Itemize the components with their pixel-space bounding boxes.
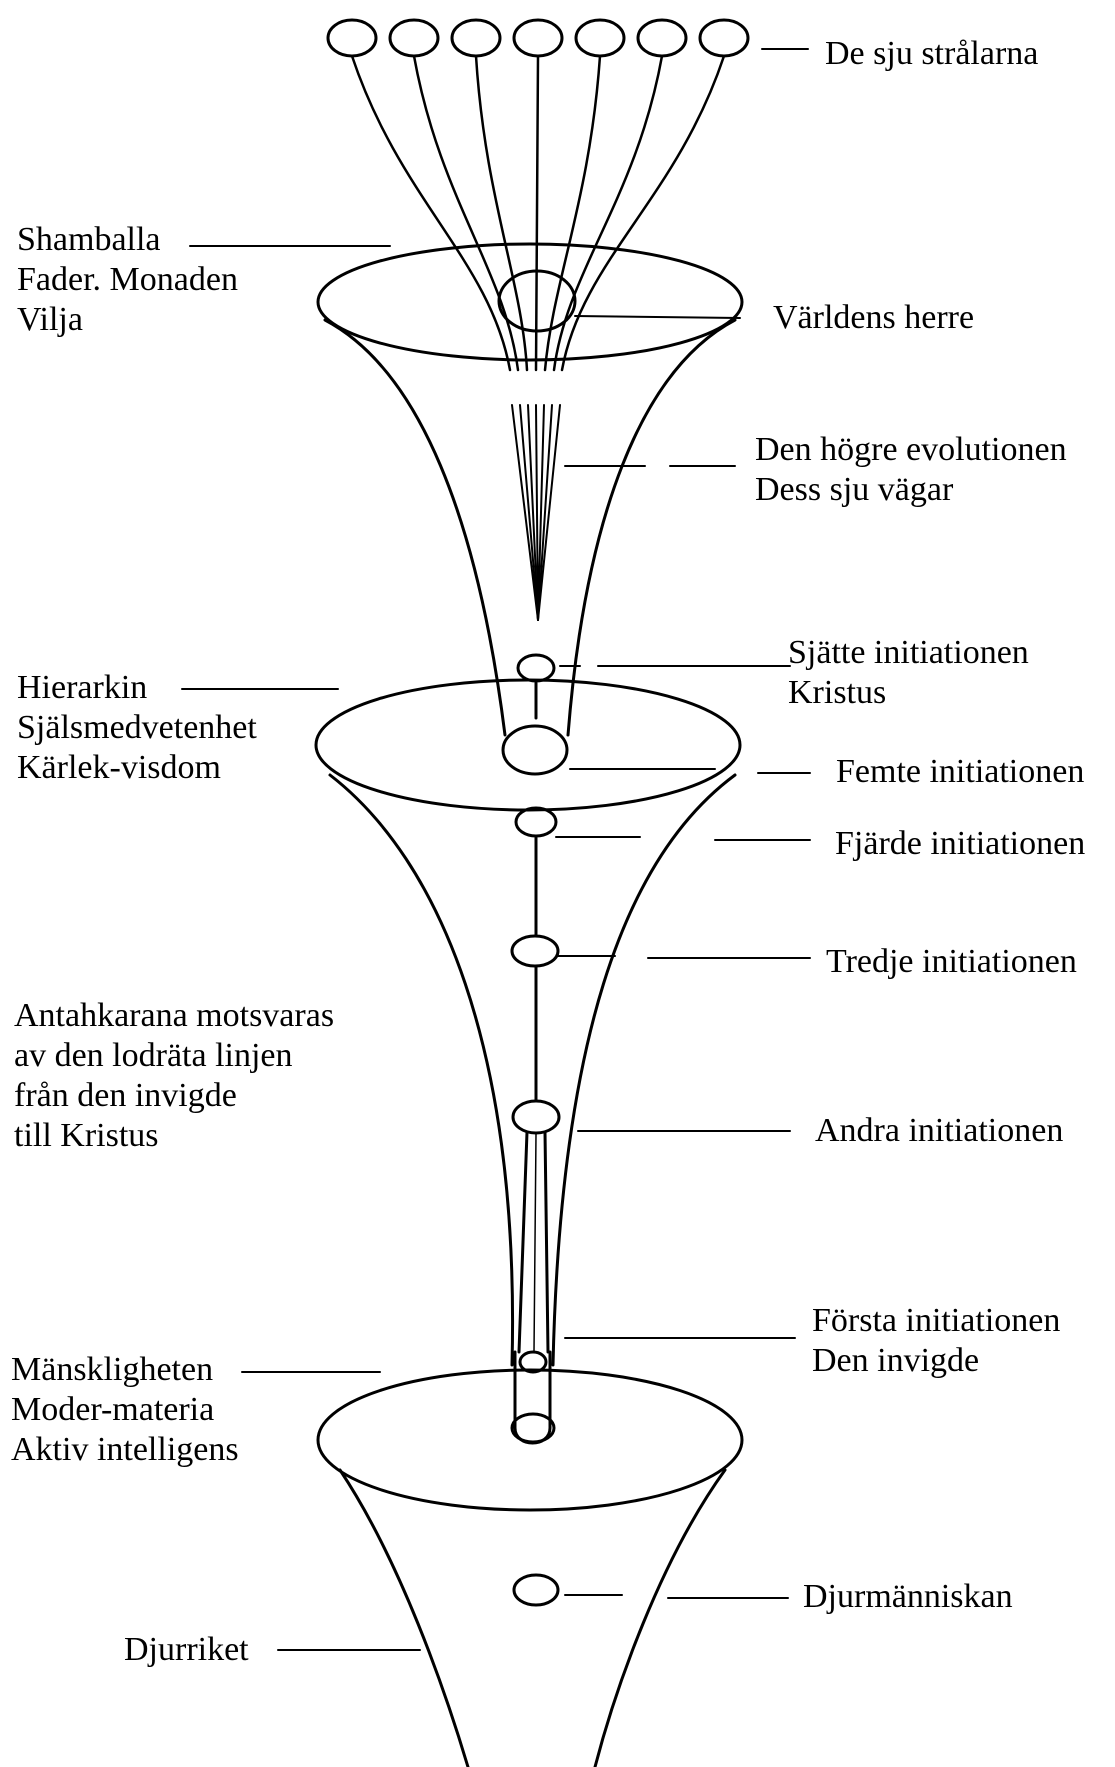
label-world-lord: Världens herre xyxy=(773,298,974,338)
fourth-initiation-node xyxy=(516,808,556,836)
ray-circle xyxy=(514,20,562,56)
ray-circle xyxy=(576,20,624,56)
label-higher-evolution: Den högre evolutionen Dess sju vägar xyxy=(755,430,1067,510)
label-animal-kingdom: Djurriket xyxy=(124,1630,249,1670)
ray-circle xyxy=(390,20,438,56)
label-second-initiation: Andra initiationen xyxy=(815,1111,1063,1151)
second-initiation-node xyxy=(513,1101,559,1133)
humanity-funnel xyxy=(318,1352,742,1767)
ray-circle xyxy=(452,20,500,56)
fifth-initiation-node xyxy=(503,726,567,774)
ray-circle xyxy=(700,20,748,56)
label-antahkarana: Antahkarana motsvaras av den lodräta lin… xyxy=(14,996,334,1156)
humanity-inner-circle xyxy=(512,1414,554,1442)
ray-circle xyxy=(638,20,686,56)
third-initiation-node xyxy=(512,936,558,966)
sixth-initiation-node xyxy=(518,655,554,681)
label-shamballa: Shamballa Fader. Monaden Vilja xyxy=(17,220,238,340)
label-animal-man: Djurmänniskan xyxy=(803,1577,1013,1617)
label-seven-rays: De sju strålarna xyxy=(825,34,1038,74)
label-hierarchy: Hierarkin Själsmedvetenhet Kärlek-visdom xyxy=(17,668,257,788)
animal-man-circle xyxy=(514,1575,558,1605)
ray-circle xyxy=(328,20,376,56)
label-first-initiation: Första initiationen Den invigde xyxy=(812,1301,1060,1381)
shamballa-funnel xyxy=(318,244,742,735)
label-third-initiation: Tredje initiationen xyxy=(826,942,1077,982)
ray-lines xyxy=(352,56,724,370)
hierarchy-funnel xyxy=(316,680,740,1365)
label-fourth-initiation: Fjärde initiationen xyxy=(835,824,1085,864)
label-fifth-initiation: Femte initiationen xyxy=(836,752,1084,792)
label-humanity: Mänskligheten Moder-materia Aktiv intell… xyxy=(11,1350,239,1470)
label-sixth-initiation: Sjätte initiationen Kristus xyxy=(788,633,1029,713)
seven-rays-circles xyxy=(328,20,748,56)
seven-paths-lines xyxy=(512,405,560,620)
